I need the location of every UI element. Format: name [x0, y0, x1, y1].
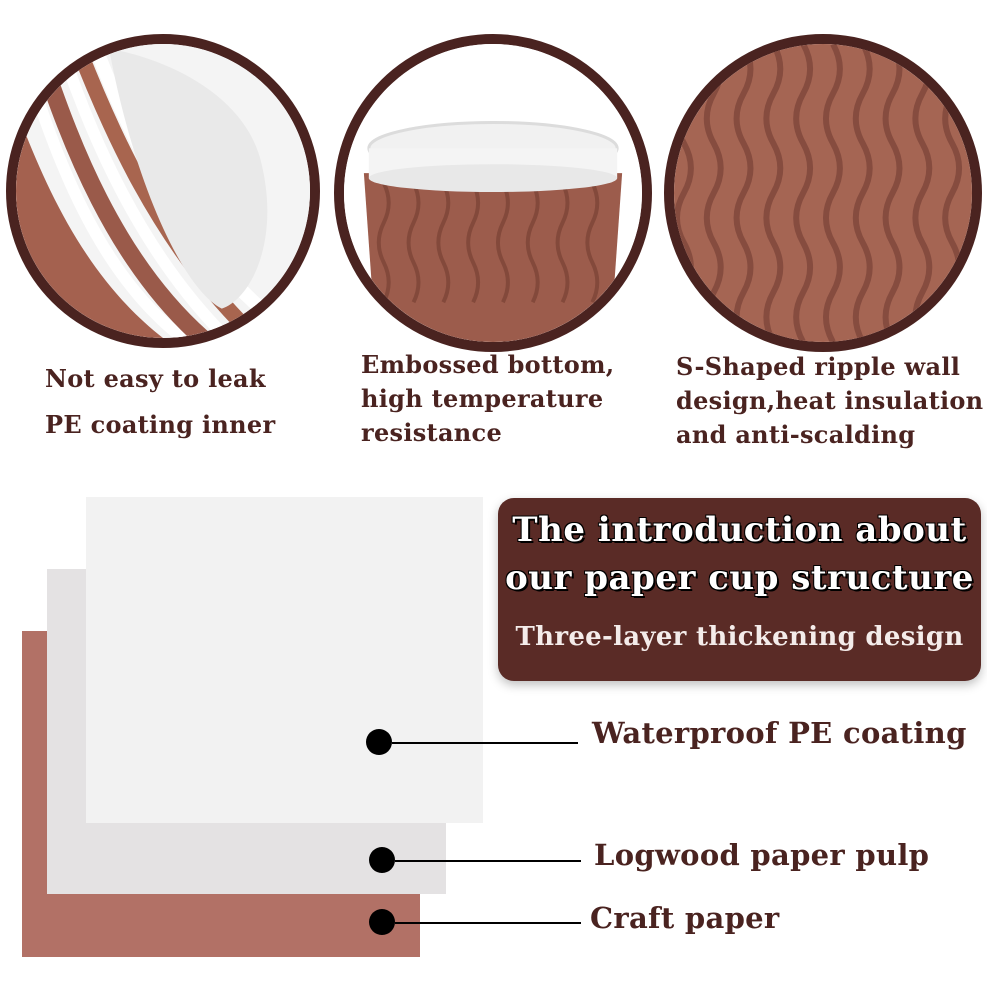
- layer-label-pe: Waterproof PE coating: [592, 716, 967, 750]
- callout-line: [392, 742, 578, 744]
- intro-banner: The introduction about our paper cup str…: [498, 498, 981, 681]
- layer-label-craft: Craft paper: [590, 901, 780, 935]
- callout-line: [395, 860, 581, 862]
- caption-line: design,heat insulation: [676, 386, 984, 415]
- feature-caption-leak: Not easy to leak PE coating inner: [45, 356, 275, 448]
- caption-line: PE coating inner: [45, 410, 276, 439]
- cup-rim-closeup-image: [6, 34, 320, 348]
- intro-title-line: The introduction about: [512, 510, 967, 550]
- caption-line: and anti-scalding: [676, 420, 916, 449]
- callout-dot: [369, 909, 395, 935]
- intro-title-line: our paper cup structure: [505, 558, 974, 598]
- callout-dot: [369, 847, 395, 873]
- layer-label-pulp: Logwood paper pulp: [594, 838, 930, 872]
- ripple-wall-texture-image: [664, 34, 982, 352]
- callout-dot: [366, 729, 392, 755]
- intro-subtitle: Three-layer thickening design: [515, 622, 964, 652]
- caption-line: S-Shaped ripple wall: [676, 352, 961, 381]
- intro-title: The introduction about our paper cup str…: [498, 506, 981, 602]
- caption-line: Embossed bottom,: [361, 350, 615, 379]
- caption-line: resistance: [361, 418, 503, 447]
- pe-coating-layer: [86, 497, 483, 823]
- caption-line: high temperature: [361, 384, 604, 413]
- caption-line: Not easy to leak: [45, 364, 266, 393]
- callout-line: [395, 922, 581, 924]
- feature-caption-ripple: S-Shaped ripple wall design,heat insulat…: [676, 350, 983, 452]
- cup-top-ripple-image: [334, 34, 652, 352]
- feature-caption-bottom: Embossed bottom, high temperature resist…: [361, 348, 614, 450]
